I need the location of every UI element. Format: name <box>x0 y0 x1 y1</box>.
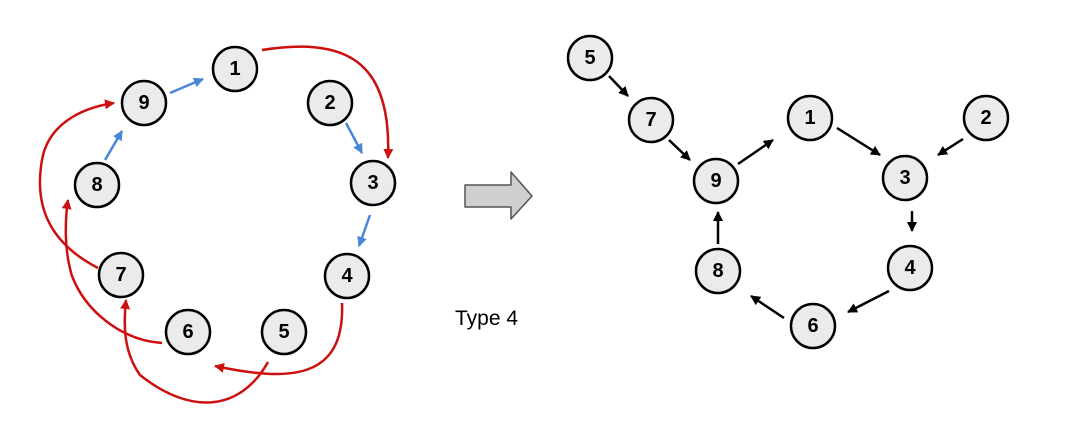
left-graph: 1 2 3 4 5 6 7 8 <box>38 45 397 404</box>
right-edge-1-to-3 <box>836 126 881 157</box>
left-edge-7-to-9 <box>38 99 115 270</box>
left-edge-1-to-3 <box>261 45 394 159</box>
left-edge-8-to-9 <box>103 130 124 161</box>
transform-arrow <box>464 171 533 220</box>
left-node-4-label: 4 <box>341 265 353 287</box>
right-node-5: 5 <box>566 34 614 82</box>
left-node-3-label: 3 <box>367 172 378 194</box>
right-node-8-label: 8 <box>712 260 723 282</box>
right-node-2: 2 <box>962 94 1010 142</box>
right-edge-9-to-1 <box>737 138 774 166</box>
left-node-7: 7 <box>97 251 145 299</box>
left-node-4: 4 <box>323 252 371 300</box>
left-node-6: 6 <box>164 308 212 356</box>
right-node-1-label: 1 <box>804 107 815 129</box>
right-edges <box>608 75 964 320</box>
right-edge-2-to-3 <box>937 137 964 157</box>
right-node-4: 4 <box>886 244 934 292</box>
left-edge-6-to-8 <box>61 199 163 345</box>
left-blue-edges <box>103 77 372 247</box>
right-node-7: 7 <box>627 96 675 144</box>
transform-arrow-icon <box>464 171 533 220</box>
right-node-2-label: 2 <box>980 107 991 129</box>
left-node-6-label: 6 <box>182 321 193 343</box>
left-node-1: 1 <box>211 45 259 93</box>
right-node-5-label: 5 <box>584 47 595 69</box>
left-node-8: 8 <box>73 161 121 209</box>
right-node-6: 6 <box>789 302 837 350</box>
left-node-2-label: 2 <box>324 92 335 114</box>
left-node-2: 2 <box>306 79 354 127</box>
left-node-5: 5 <box>260 308 308 356</box>
left-edge-3-to-4 <box>357 214 372 247</box>
right-node-3-label: 3 <box>899 167 910 189</box>
left-node-5-label: 5 <box>278 321 289 343</box>
right-graph: 1 2 3 4 5 6 7 8 <box>566 34 1010 350</box>
left-node-3: 3 <box>349 159 397 207</box>
left-node-9-label: 9 <box>138 92 149 114</box>
right-edge-5-to-7 <box>608 75 629 97</box>
right-node-3: 3 <box>881 154 929 202</box>
left-node-7-label: 7 <box>115 264 126 286</box>
right-node-9: 9 <box>692 157 740 205</box>
right-node-7-label: 7 <box>645 109 656 131</box>
right-edge-4-to-6 <box>847 289 890 314</box>
right-node-1: 1 <box>786 94 834 142</box>
type-caption: Type 4 <box>455 307 518 330</box>
left-node-8-label: 8 <box>91 174 102 196</box>
right-node-6-label: 6 <box>807 315 818 337</box>
right-edge-6-to-8 <box>750 294 785 320</box>
left-edge-4-to-6 <box>214 302 344 376</box>
left-node-1-label: 1 <box>229 58 240 80</box>
right-node-4-label: 4 <box>904 257 916 279</box>
left-node-9: 9 <box>120 79 168 127</box>
left-red-edges <box>38 45 394 404</box>
left-edge-2-to-3 <box>344 122 364 154</box>
left-edge-9-to-1 <box>169 77 204 95</box>
right-edge-7-to-9 <box>668 139 691 161</box>
right-node-8: 8 <box>694 247 742 295</box>
left-edge-5-to-7 <box>120 299 270 404</box>
right-node-9-label: 9 <box>710 170 721 192</box>
